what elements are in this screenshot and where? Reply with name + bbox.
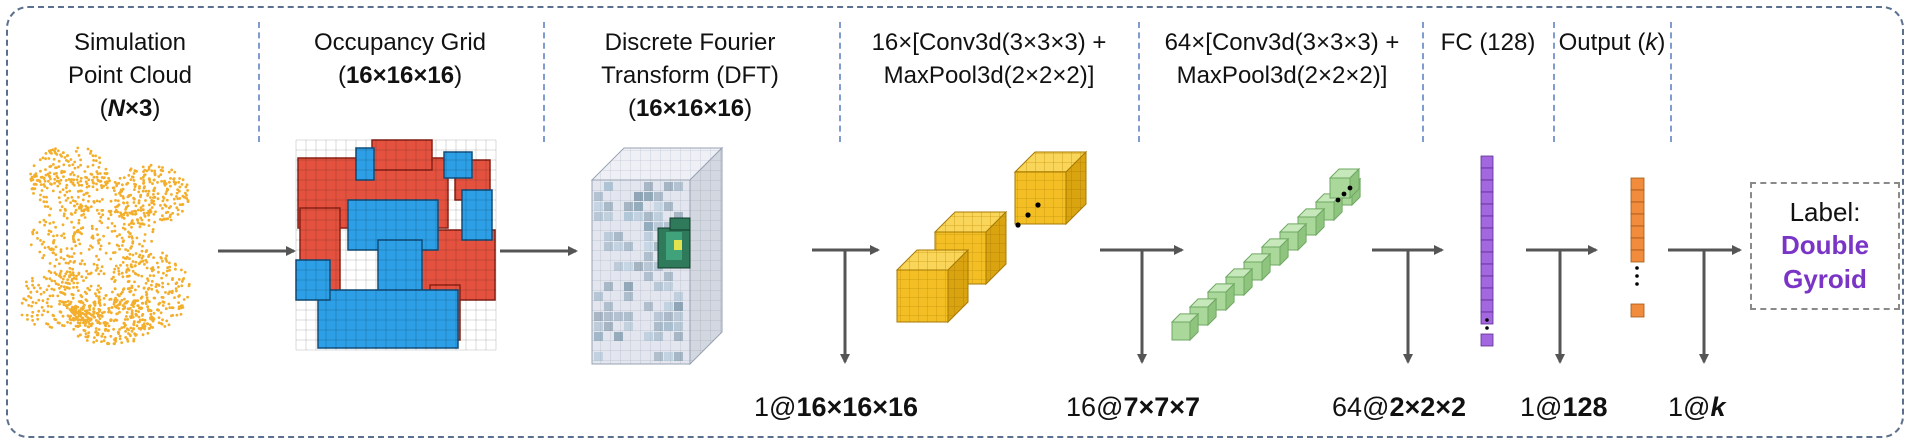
dim-prefix: 64@ <box>1332 392 1390 422</box>
stage-header-point-cloud: Simulation Point Cloud (N×3) <box>40 26 220 125</box>
k-symbol: k <box>1645 29 1658 56</box>
paren: ) <box>454 62 463 89</box>
conv64-feature-cubes <box>1170 167 1362 342</box>
separator <box>1553 22 1555 142</box>
pipeline-frame <box>6 6 1904 438</box>
separator <box>1422 22 1424 142</box>
conv16-feature-cubes <box>895 150 1088 324</box>
stage-header-line: 16×[Conv3d(3×3×3) + <box>871 29 1107 56</box>
stage-header-conv64: 64×[Conv3d(3×3×3) + MaxPool3d(2×2×2)] <box>1143 26 1421 92</box>
dim-value: 2×2×2 <box>1389 392 1467 422</box>
separator <box>839 22 841 142</box>
dim-prefix: 1@ <box>1520 392 1563 422</box>
label-title: Label: <box>1789 197 1861 227</box>
stage-header-line: Discrete Fourier <box>604 29 776 56</box>
separator <box>1670 22 1672 142</box>
dim-value: k <box>1710 392 1726 422</box>
paren: ) <box>152 95 161 122</box>
stage-header-line: Point Cloud <box>67 62 193 89</box>
grid-size: 16×16×16 <box>345 62 455 89</box>
dim-label-conv64: 64@2×2×2 <box>1332 392 1466 423</box>
point-cloud <box>20 146 191 346</box>
label-value: Gyroid <box>1783 264 1867 294</box>
stage-header-dft: Discrete Fourier Transform (DFT) (16×16×… <box>570 26 810 125</box>
stage-header-output: Output (k) <box>1556 26 1668 59</box>
feature-cube <box>1170 312 1200 342</box>
stage-header-line: Simulation <box>73 29 187 56</box>
paren: ( <box>627 95 636 122</box>
paren: ( <box>99 95 108 122</box>
label-value: Double <box>1780 230 1870 260</box>
feature-cube <box>1013 150 1088 226</box>
stage-header-line: Output (k) <box>1556 26 1668 59</box>
dim-label-conv16: 16@7×7×7 <box>1066 392 1200 423</box>
stage-header-occupancy-grid: Occupancy Grid (16×16×16) <box>290 26 510 92</box>
feature-cube <box>895 248 970 324</box>
paren: ) <box>744 95 753 122</box>
fc-vector <box>1480 155 1494 347</box>
stage-header-line: (N×3) <box>40 92 220 125</box>
separator <box>1138 22 1140 142</box>
dft-cube <box>590 146 724 366</box>
dim-value: 128 <box>1562 392 1608 422</box>
paren: ) <box>1657 29 1666 56</box>
stage-header-line: (16×16×16) <box>290 59 510 92</box>
stage-header-line: 64×[Conv3d(3×3×3) + <box>1164 29 1400 56</box>
dim-label-output: 1@k <box>1668 392 1725 423</box>
n-symbol: N <box>107 95 125 122</box>
separator <box>543 22 545 142</box>
separator <box>258 22 260 142</box>
dim-prefix: 1@ <box>1668 392 1711 422</box>
output-text: Output ( <box>1558 29 1646 56</box>
stage-header-line: (16×16×16) <box>570 92 810 125</box>
n-suffix: ×3 <box>124 95 153 122</box>
stage-header-conv16: 16×[Conv3d(3×3×3) + MaxPool3d(2×2×2)] <box>849 26 1129 92</box>
flow-arrows <box>218 245 1742 364</box>
dim-value: 7×7×7 <box>1123 392 1201 422</box>
stage-header-line: Transform (DFT) <box>601 62 779 89</box>
feature-cube <box>1260 237 1290 267</box>
dim-value: 16×16×16 <box>796 392 919 422</box>
dim-prefix: 1@ <box>754 392 797 422</box>
dim-prefix: 16@ <box>1066 392 1124 422</box>
stage-header-fc: FC (128) <box>1426 26 1550 59</box>
dim-label-input: 1@16×16×16 <box>754 392 918 423</box>
grid-size: 16×16×16 <box>635 95 745 122</box>
dim-label-fc: 1@128 <box>1520 392 1608 423</box>
output-vector <box>1630 177 1645 318</box>
stage-header-line: MaxPool3d(2×2×2)] <box>883 62 1095 89</box>
stage-header-line: MaxPool3d(2×2×2)] <box>1176 62 1388 89</box>
feature-cube <box>1206 282 1236 312</box>
label-box: Label: Double Gyroid <box>1750 182 1900 310</box>
paren: ( <box>337 62 346 89</box>
stage-header-line: Occupancy Grid <box>313 29 487 56</box>
stage-header-line: FC (128) <box>1440 29 1536 56</box>
occupancy-grid-voxels <box>295 139 497 351</box>
